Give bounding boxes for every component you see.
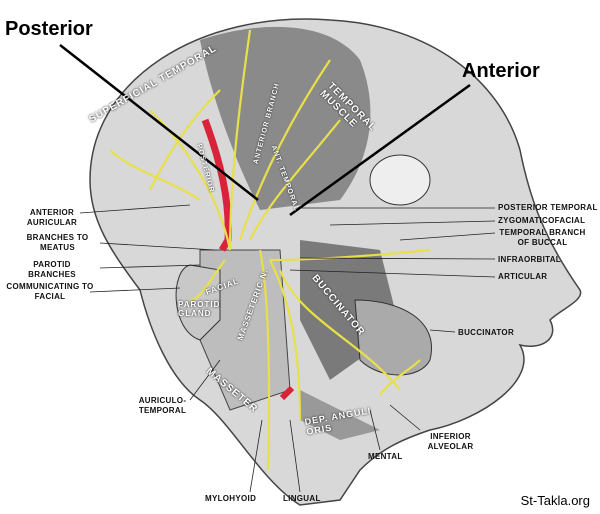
nerve-branches xyxy=(109,29,431,471)
pointer-lines xyxy=(59,44,471,217)
label-lingual: LINGUAL xyxy=(283,494,321,503)
facial-artery xyxy=(279,385,295,401)
label-articular: ARTICULAR xyxy=(498,272,548,281)
depressor-anguli-oris xyxy=(300,390,380,440)
label-auriculo-temporal: AURICULO-TEMPORAL xyxy=(138,396,187,415)
label-posterior-temporal: POSTERIOR TEMPORAL xyxy=(498,203,598,212)
label-parotid-gland: PAROTID GLAND xyxy=(178,300,221,318)
label-branches-to-meatus: BRANCHES TO MEATUS xyxy=(26,233,89,252)
label-infraorbital: INFRAORBITAL xyxy=(498,255,561,264)
temporal-muscle xyxy=(200,26,371,210)
label-temporal-branch-of-buccal: TEMPORAL BRANCH OF BUCCAL xyxy=(499,228,586,247)
label-inferior-alveolar: INFERIOR ALVEOLAR xyxy=(427,432,474,451)
label-anterior-auricular: ANTERIOR AURICULAR xyxy=(26,208,78,227)
eye xyxy=(369,154,431,206)
label-parotid-branches: PAROTID BRANCHES xyxy=(28,260,76,279)
label-zygomaticofacial: ZYGOMATICOFACIAL xyxy=(498,216,586,225)
watermark: St-Takla.org xyxy=(520,493,590,508)
superficial-temporal-artery xyxy=(201,118,232,252)
label-mylohyoid: MYLOHYOID xyxy=(205,494,257,503)
leader-lines xyxy=(79,204,496,493)
posterior-heading: Posterior xyxy=(5,18,93,40)
lips xyxy=(354,299,432,376)
anterior-heading: Anterior xyxy=(462,60,540,82)
label-communicating-to-facial: COMMUNICATING TO FACIAL xyxy=(6,282,94,301)
label-buccinator: BUCCINATOR xyxy=(458,328,515,337)
label-mental: MENTAL xyxy=(368,452,403,461)
